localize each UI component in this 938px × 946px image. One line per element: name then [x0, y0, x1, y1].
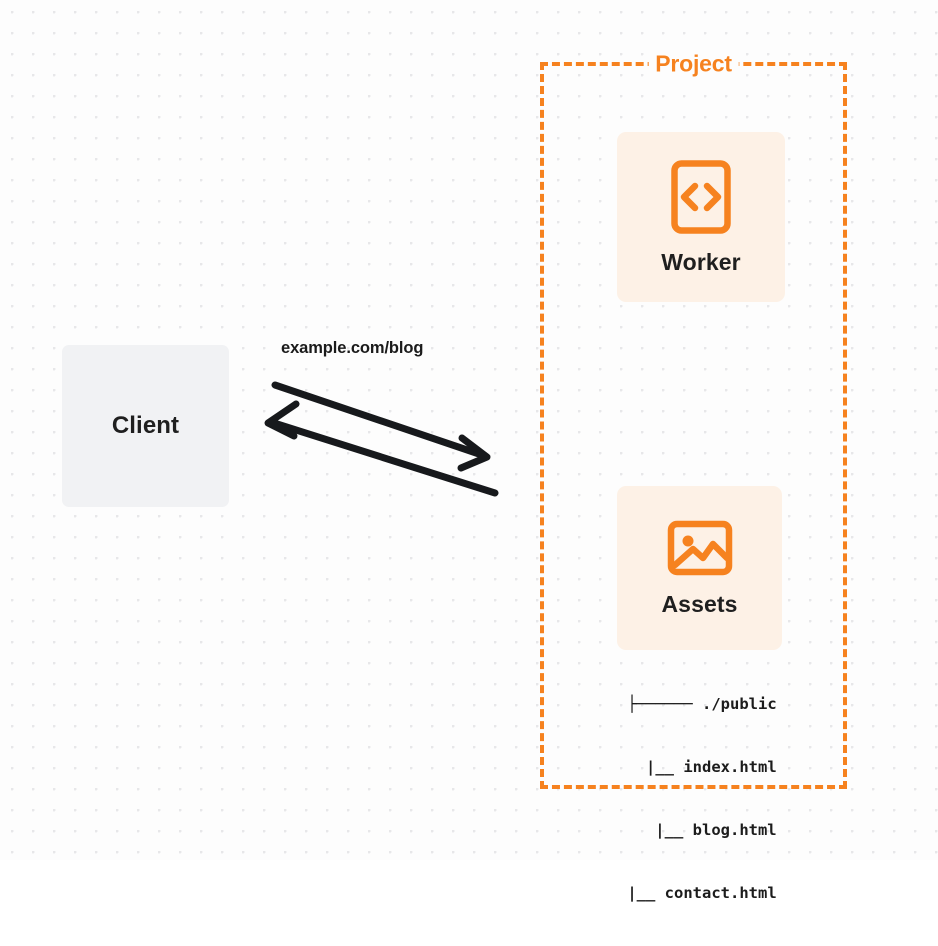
flow-arrows [264, 381, 499, 497]
file-tree-branch: ├────── [627, 695, 693, 713]
client-node[interactable]: Client [62, 345, 229, 507]
file-tree-row: |__ index.html [590, 757, 777, 778]
request-arrow [271, 381, 491, 472]
file-tree-name: blog.html [692, 821, 777, 839]
assets-file-tree: ├────── ./public |__ index.html |__ blog… [590, 652, 777, 946]
file-tree-row: |__ contact.html [590, 883, 777, 904]
assets-node[interactable]: Assets [617, 486, 782, 650]
project-title: Project [648, 50, 739, 78]
file-tree-branch: |__ [590, 884, 656, 902]
file-tree-name: contact.html [664, 884, 777, 902]
project-container: Project Worker Assets ├────── ./public |… [540, 50, 847, 902]
assets-label: Assets [661, 590, 738, 617]
file-tree-branch: |__ [617, 821, 684, 839]
worker-node[interactable]: Worker [617, 132, 785, 302]
file-tree-name: ./public [702, 695, 777, 713]
flow-url-label: example.com/blog [281, 339, 424, 357]
file-tree-row: ├────── ./public [590, 694, 777, 715]
worker-label: Worker [661, 248, 741, 275]
file-tree-name: index.html [683, 758, 777, 776]
client-label: Client [111, 412, 180, 439]
code-brackets-icon [671, 159, 731, 234]
response-arrow [264, 400, 499, 497]
file-tree-branch: |__ [608, 758, 674, 776]
image-icon [667, 520, 732, 575]
diagram-canvas: Client example.com/blog Project Worker [0, 0, 938, 902]
file-tree-row: |__ blog.html [590, 820, 777, 841]
